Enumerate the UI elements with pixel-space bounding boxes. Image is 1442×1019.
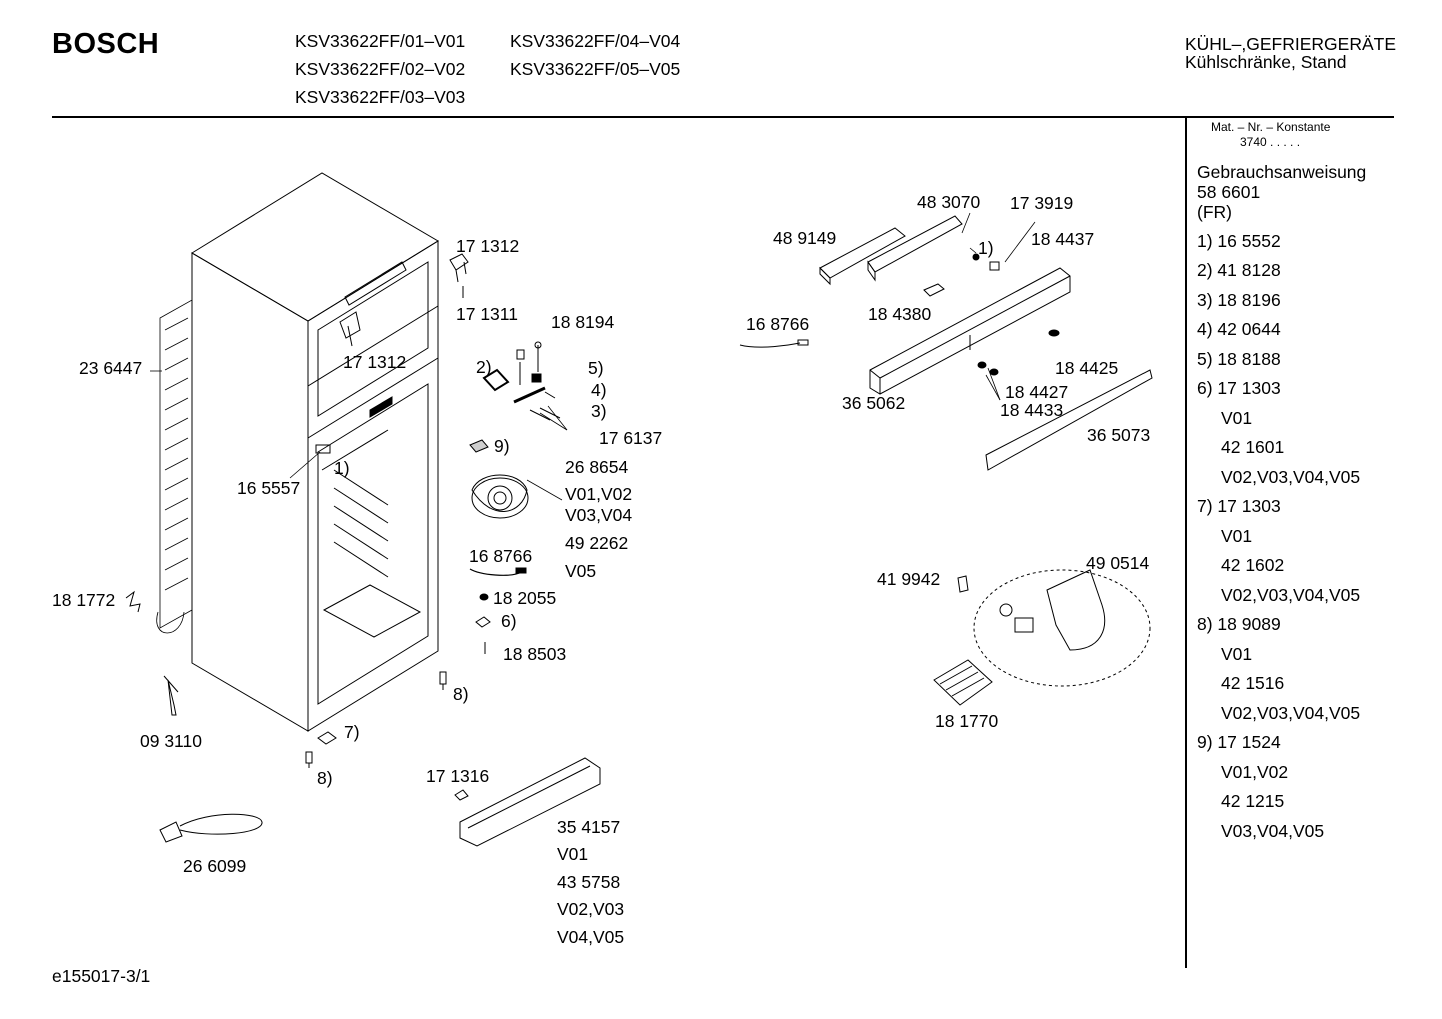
part-callout: 7) bbox=[344, 722, 360, 742]
sidebar-item: 42 1601 bbox=[1221, 437, 1285, 457]
leader-lines bbox=[150, 213, 1035, 500]
part-label: 18 1772 bbox=[52, 590, 116, 610]
part-label: 41 9942 bbox=[877, 569, 941, 589]
sidebar-item: 5) 18 8188 bbox=[1197, 349, 1281, 369]
part-label: 18 4425 bbox=[1055, 358, 1119, 378]
sidebar-item: 6) 17 1303 bbox=[1197, 378, 1281, 398]
part-label: 18 4437 bbox=[1031, 229, 1095, 249]
category-title: KÜHL–,GEFRIERGERÄTE bbox=[1185, 34, 1397, 54]
part-callout: 4) bbox=[591, 380, 607, 400]
part-label: 16 8766 bbox=[469, 546, 533, 566]
part-callout: 8) bbox=[317, 768, 333, 788]
part-label: 23 6447 bbox=[79, 358, 143, 378]
sidebar-item: 9) 17 1524 bbox=[1197, 732, 1281, 752]
model-4: KSV33622FF/04–V04 bbox=[510, 31, 681, 51]
sidebar-item: 8) 18 9089 bbox=[1197, 614, 1281, 634]
sidebar-item: V02,V03,V04,V05 bbox=[1221, 703, 1361, 723]
model-3: KSV33622FF/03–V03 bbox=[295, 87, 466, 107]
part-label: 17 1316 bbox=[426, 766, 490, 786]
model-5: KSV33622FF/05–V05 bbox=[510, 59, 681, 79]
part-label: 35 4157 bbox=[557, 817, 621, 837]
part-callout: 8) bbox=[453, 684, 469, 704]
small-parts bbox=[126, 254, 600, 846]
part-label: 17 1312 bbox=[343, 352, 407, 372]
part-label: 18 4433 bbox=[1000, 400, 1064, 420]
part-label: 48 3070 bbox=[917, 192, 981, 212]
part-label: 09 3110 bbox=[140, 731, 202, 751]
part-label: 17 6137 bbox=[599, 428, 663, 448]
part-label: 18 4427 bbox=[1005, 382, 1069, 402]
model-2: KSV33622FF/02–V02 bbox=[295, 59, 466, 79]
part-label: 43 5758 bbox=[557, 872, 621, 892]
header-rule bbox=[52, 116, 1394, 118]
sidebar-item: V01,V02 bbox=[1221, 762, 1289, 782]
mat-label: Mat. – Nr. – Konstante bbox=[1211, 120, 1331, 134]
part-label: 18 8194 bbox=[551, 312, 615, 332]
part-callout: 6) bbox=[501, 611, 517, 631]
part-variant: V01 bbox=[557, 844, 589, 864]
category-subtitle: Kühlschränke, Stand bbox=[1185, 52, 1347, 72]
sidebar-item: V02,V03,V04,V05 bbox=[1221, 467, 1361, 487]
sidebar-item: V02,V03,V04,V05 bbox=[1221, 585, 1361, 605]
part-variant: V01,V02 bbox=[565, 484, 633, 504]
part-label: 18 8503 bbox=[503, 644, 567, 664]
part-variant: V05 bbox=[565, 561, 597, 581]
part-label: 18 2055 bbox=[493, 588, 557, 608]
sidebar-item: 2) 41 8128 bbox=[1197, 260, 1281, 280]
sidebar-item: 3) 18 8196 bbox=[1197, 290, 1281, 310]
manual-title: Gebrauchsanweisung bbox=[1197, 162, 1367, 182]
sidebar-item: 1) 16 5552 bbox=[1197, 231, 1281, 251]
part-callout: 1) bbox=[334, 458, 350, 478]
document-code: e155017-3/1 bbox=[52, 966, 151, 986]
part-label: 17 1312 bbox=[456, 236, 520, 256]
sidebar-item: 42 1602 bbox=[1221, 555, 1285, 575]
part-label: 49 0514 bbox=[1086, 553, 1150, 573]
sidebar-item: 7) 17 1303 bbox=[1197, 496, 1281, 516]
part-callout: 2) bbox=[476, 357, 492, 377]
sidebar-item: V01 bbox=[1221, 526, 1253, 546]
mat-value: 3740 . . . . . bbox=[1240, 135, 1301, 149]
part-label: 16 5557 bbox=[237, 478, 301, 498]
part-callout: 1) bbox=[978, 238, 994, 258]
part-label: 26 6099 bbox=[183, 856, 247, 876]
model-1: KSV33622FF/01–V01 bbox=[295, 31, 466, 51]
part-label: 48 9149 bbox=[773, 228, 837, 248]
part-label: 18 1770 bbox=[935, 711, 999, 731]
part-label: 17 1311 bbox=[456, 304, 518, 324]
sidebar-item: V01 bbox=[1221, 644, 1253, 664]
manual-lang: (FR) bbox=[1197, 202, 1232, 222]
part-callout: 9) bbox=[494, 436, 510, 456]
sidebar-item: 42 1215 bbox=[1221, 791, 1285, 811]
sidebar-item: 4) 42 0644 bbox=[1197, 319, 1281, 339]
part-label: 17 3919 bbox=[1010, 193, 1074, 213]
sidebar-rule bbox=[1185, 116, 1187, 968]
part-label: 26 8654 bbox=[565, 457, 629, 477]
condenser-coil bbox=[157, 300, 192, 633]
part-label: 18 4380 bbox=[868, 304, 932, 324]
control-panel-parts bbox=[740, 216, 1152, 705]
part-callout: 3) bbox=[591, 401, 607, 421]
fridge-cabinet bbox=[192, 173, 438, 731]
part-variant: V03,V04 bbox=[565, 505, 633, 525]
part-label: 16 8766 bbox=[746, 314, 810, 334]
sidebar-item: V01 bbox=[1221, 408, 1253, 428]
sidebar-item: V03,V04,V05 bbox=[1221, 821, 1325, 841]
part-label: 49 2262 bbox=[565, 533, 629, 553]
part-label: 36 5062 bbox=[842, 393, 906, 413]
part-callout: 5) bbox=[588, 358, 604, 378]
sidebar-item: 42 1516 bbox=[1221, 673, 1285, 693]
brand-logo: BOSCH bbox=[52, 28, 160, 60]
part-variant: V02,V03 bbox=[557, 899, 625, 919]
part-variant: V04,V05 bbox=[557, 927, 625, 947]
part-label: 36 5073 bbox=[1087, 425, 1151, 445]
manual-number: 58 6601 bbox=[1197, 182, 1261, 202]
